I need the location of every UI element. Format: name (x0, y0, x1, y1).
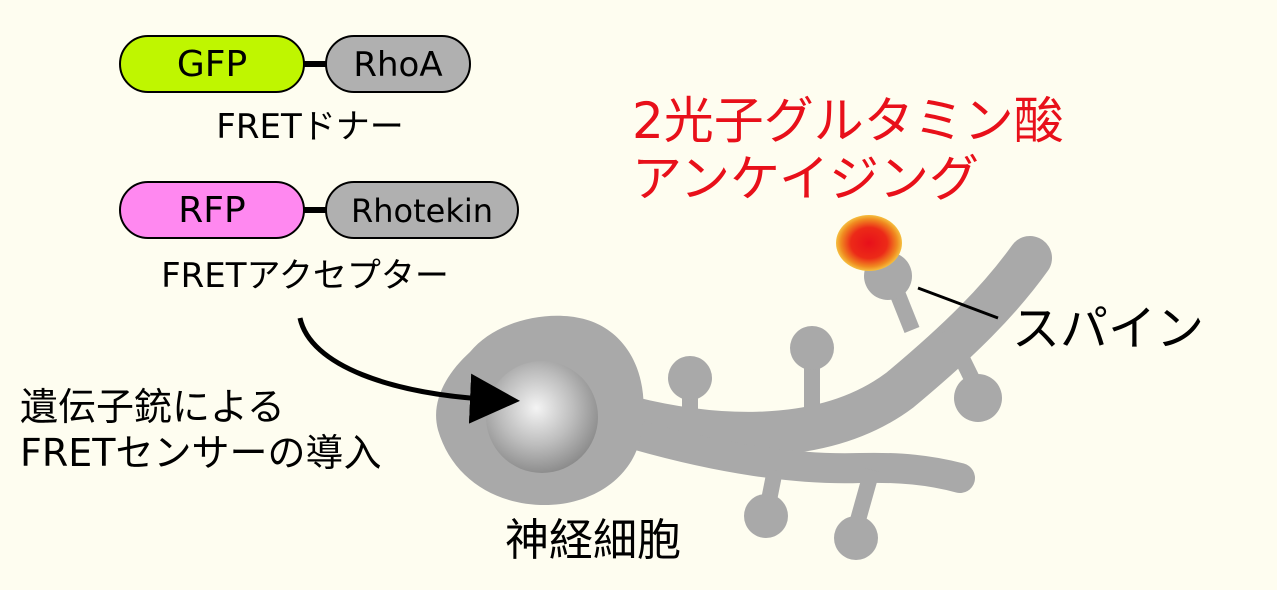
neuron-label: 神経細胞 (505, 515, 681, 566)
gfp-label: GFP (177, 44, 247, 85)
rfp-label: RFP (178, 190, 245, 231)
acceptor-caption: FRETアクセプター (161, 256, 449, 296)
donor-caption: FRETドナー (216, 107, 403, 147)
rhoa-box (325, 35, 471, 93)
spine-pointer-line (917, 286, 999, 320)
gene-gun-label-line1: 遺伝子銃による (20, 385, 285, 429)
spine-head (744, 494, 788, 538)
spine-head (668, 356, 712, 400)
spine-head (834, 516, 878, 560)
neuron (436, 236, 1052, 560)
spine-head (790, 326, 834, 370)
nucleus (486, 361, 598, 473)
uncaging-label-line2: アンケイジング (632, 150, 979, 208)
rhotekin-label: Rhotekin (351, 192, 493, 230)
uncaging-label-line1: 2光子グルタミン酸 (632, 92, 1064, 150)
rhotekin-box (325, 181, 519, 239)
gene-gun-label-line2: FRETセンサーの導入 (20, 431, 381, 475)
dendrite-branch (605, 415, 975, 493)
fret-acceptor: RFP Rhotekin FRETアクセプター (119, 181, 519, 296)
spine-head (954, 374, 1002, 422)
spine-neck (850, 467, 880, 523)
uncaging-spot-icon (836, 215, 902, 271)
gene-gun-arrow (297, 317, 520, 424)
spine-label: スパイン (1012, 301, 1204, 357)
rhoa-label: RhoA (353, 45, 442, 85)
fret-donor: GFP RhoA FRETドナー (119, 35, 471, 147)
